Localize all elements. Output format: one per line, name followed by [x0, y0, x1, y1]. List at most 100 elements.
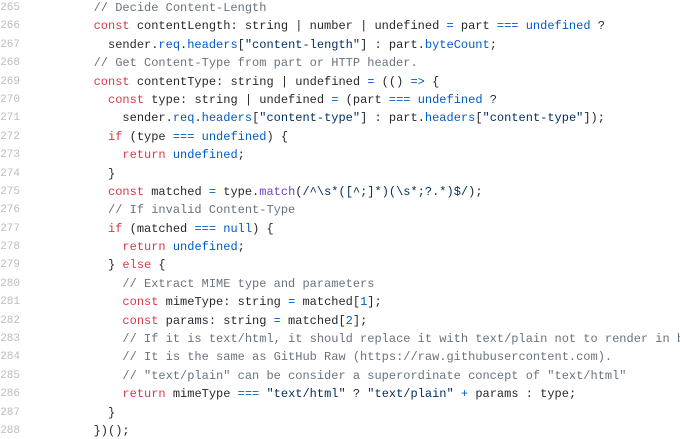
code-text: contentType: string | undefined	[129, 74, 368, 89]
code-text: })();	[36, 423, 130, 438]
code-text	[36, 19, 94, 33]
code-text: ) {	[252, 221, 274, 236]
code-line[interactable]: 282 const params: string = matched[2];	[0, 312, 680, 330]
line-number: 275	[0, 185, 20, 198]
code-text: }	[36, 166, 116, 181]
code-text: }	[36, 258, 123, 273]
constant-token: undefined	[201, 129, 267, 144]
code-content: // "text/plain" can be consider a supero…	[20, 367, 626, 385]
code-line[interactable]: 288 })();	[0, 422, 680, 439]
code-text	[36, 332, 122, 346]
code-line[interactable]: 287 }	[0, 404, 680, 422]
code-text	[36, 203, 108, 217]
code-text: [	[237, 37, 245, 52]
code-text: part	[453, 19, 497, 34]
code-line[interactable]: 274 }	[0, 165, 680, 183]
code-text	[36, 130, 108, 144]
line-number: 268	[0, 57, 20, 70]
code-line[interactable]: 268 // Get Content-Type from part or HTT…	[0, 54, 680, 72]
constant-token: headers	[201, 111, 253, 126]
line-number: 281	[0, 296, 20, 309]
code-line[interactable]: 276 // If invalid Content-Type	[0, 201, 680, 219]
code-content: return undefined;	[20, 146, 244, 164]
code-text: type: string | undefined	[144, 92, 332, 107]
constant-token: undefined	[525, 19, 591, 34]
code-content: } else {	[20, 256, 166, 274]
code-line[interactable]: 275 const matched = type.match(/^\s*([^;…	[0, 183, 680, 201]
code-text: (part	[338, 92, 389, 107]
comment-token: // It is the same as GitHub Raw (https:/…	[122, 350, 613, 365]
code-line[interactable]: 285 // "text/plain" can be consider a su…	[0, 367, 680, 385]
code-text: (type	[122, 129, 173, 144]
code-text	[36, 387, 122, 401]
code-content: }	[20, 165, 115, 183]
code-text	[36, 314, 122, 328]
code-text	[36, 240, 122, 254]
code-text: sender.	[36, 111, 173, 126]
code-text: [	[475, 111, 483, 126]
keyword-token: const	[93, 19, 130, 34]
code-line[interactable]: 266 const contentLength: string | number…	[0, 17, 680, 35]
code-content: return undefined;	[20, 238, 244, 256]
line-number: 271	[0, 112, 20, 125]
code-text: sender.	[36, 37, 159, 52]
code-content: sender.req.headers["content-length"] : p…	[20, 36, 497, 54]
code-text: mimeType	[165, 387, 238, 402]
code-text: params: string	[158, 313, 274, 328]
code-content: // Get Content-Type from part or HTTP he…	[20, 54, 418, 72]
code-text	[36, 295, 122, 309]
code-line[interactable]: 272 if (type === undefined) {	[0, 128, 680, 146]
code-line[interactable]: 277 if (matched === null) {	[0, 220, 680, 238]
code-line[interactable]: 273 return undefined;	[0, 146, 680, 164]
code-content: // If it is text/html, it should replace…	[20, 330, 680, 348]
code-line[interactable]: 270 const type: string | undefined = (pa…	[0, 91, 680, 109]
line-number: 278	[0, 241, 20, 254]
code-text	[36, 185, 108, 199]
code-line[interactable]: 281 const mimeType: string = matched[1];	[0, 293, 680, 311]
code-text	[36, 75, 94, 89]
code-line[interactable]: 271 sender.req.headers["content-type"] :…	[0, 109, 680, 127]
code-text: ];	[352, 313, 368, 328]
line-number: 266	[0, 20, 20, 33]
constant-token: =	[273, 313, 281, 328]
code-content: // If invalid Content-Type	[20, 201, 295, 219]
regex-token: /^\s*([^;]*)(\s*;?.*)$/	[302, 184, 469, 199]
code-text: ] : part.	[360, 111, 425, 126]
code-content: if (type === undefined) {	[20, 128, 288, 146]
constant-token: ===	[237, 387, 260, 402]
keyword-token: return	[122, 148, 166, 163]
constant-token: req	[172, 111, 195, 126]
code-content: sender.req.headers["content-type"] : par…	[20, 109, 605, 127]
code-content: return mimeType === "text/html" ? "text/…	[20, 385, 576, 403]
code-text: ?	[345, 387, 368, 402]
code-line[interactable]: 284 // It is the same as GitHub Raw (htt…	[0, 348, 680, 366]
line-number: 280	[0, 277, 20, 290]
line-number: 274	[0, 167, 20, 180]
function-token: match	[259, 184, 296, 199]
keyword-token: if	[108, 129, 123, 144]
code-content: // Extract MIME type and parameters	[20, 275, 374, 293]
constant-token: =	[367, 74, 375, 89]
code-line[interactable]: 267 sender.req.headers["content-length"]…	[0, 36, 680, 54]
code-line[interactable]: 265 // Decide Content-Length	[0, 0, 680, 17]
code-line[interactable]: 280 // Extract MIME type and parameters	[0, 275, 680, 293]
constant-token: =	[446, 19, 454, 34]
code-line[interactable]: 279 } else {	[0, 256, 680, 274]
code-text: contentLength: string | number | undefin…	[129, 19, 447, 34]
line-number: 286	[0, 388, 20, 401]
code-text: {	[151, 258, 166, 273]
keyword-token: const	[108, 92, 145, 107]
code-text: {	[424, 74, 440, 89]
code-line[interactable]: 269 const contentType: string | undefine…	[0, 73, 680, 91]
constant-token: undefined	[172, 148, 238, 163]
code-line[interactable]: 283 // If it is text/html, it should rep…	[0, 330, 680, 348]
code-line[interactable]: 286 return mimeType === "text/html" ? "t…	[0, 385, 680, 403]
line-number: 273	[0, 149, 20, 162]
code-line[interactable]: 278 return undefined;	[0, 238, 680, 256]
keyword-token: const	[93, 74, 130, 89]
line-number: 277	[0, 222, 20, 235]
code-text	[36, 56, 94, 70]
number-token: 1	[360, 295, 368, 310]
keyword-token: if	[108, 221, 123, 236]
